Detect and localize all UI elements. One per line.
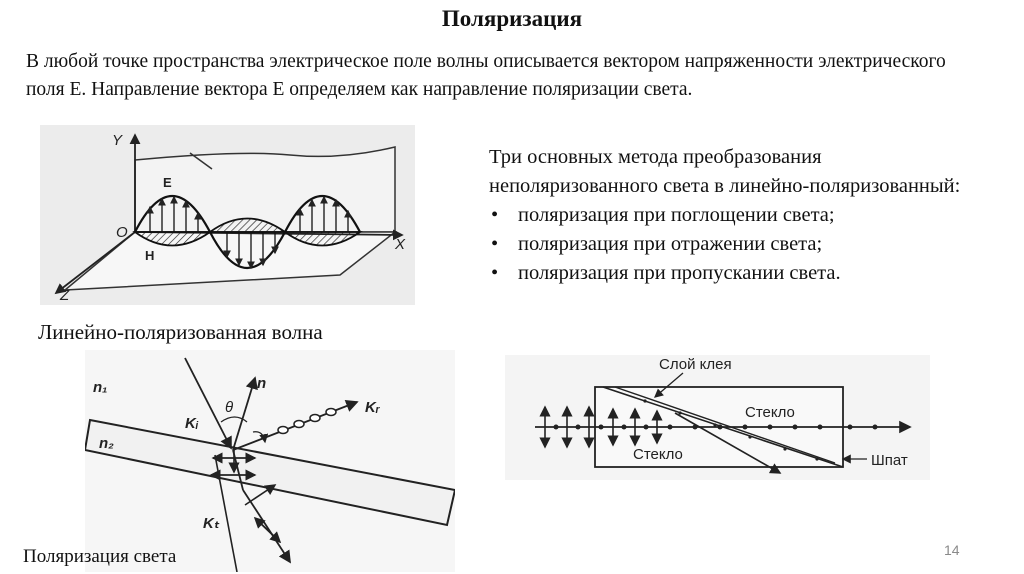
deflected-ray [674, 412, 782, 474]
incident-ray [184, 357, 232, 450]
medium2-label: n₂ [99, 435, 114, 452]
page-number: 14 [944, 542, 960, 558]
glass-lower-label: Стекло [633, 446, 683, 463]
angle-arc [220, 416, 248, 423]
glue-dots [643, 399, 819, 461]
angle-label: θ [225, 399, 233, 416]
beam-dots [553, 424, 878, 430]
glass-plate [85, 418, 455, 527]
method-item-transmission: поляризация при пропускании света. [489, 259, 989, 288]
k-transmitted-label: Kₜ [203, 515, 220, 532]
polarization-caption: Поляризация света [23, 546, 177, 567]
methods-list: поляризация при поглощении света; поляри… [489, 201, 989, 288]
vertical-plane [134, 146, 396, 233]
medium1-label: n₁ [93, 379, 107, 396]
input-polarization-arrows [539, 405, 663, 449]
intro-text: В любой точке пространства электрическое… [26, 51, 946, 100]
methods-block: Три основных метода преобразования непол… [489, 143, 989, 288]
methods-lead: Три основных метода преобразования непол… [489, 146, 961, 197]
x-axis-label: X [394, 236, 406, 253]
normal-label: n [257, 375, 266, 392]
glass-upper-label: Стекло [745, 404, 795, 421]
reflection-diagram: n₁ n₂ n θ Kᵢ Kᵣ Kₜ [85, 350, 455, 572]
origin-label: O [116, 224, 128, 241]
wave-diagram: Y X Z O E H [40, 125, 415, 305]
k-reflected-label: Kᵣ [365, 399, 381, 416]
z-axis [54, 231, 136, 295]
reflected-dots [277, 407, 337, 435]
z-axis-label: Z [59, 287, 70, 304]
k-incident-label: Kᵢ [185, 415, 199, 432]
h-vector-label: H [145, 248, 154, 263]
spar-label: Шпат [871, 452, 908, 469]
transmitted-polarization-arrows [209, 446, 282, 544]
method-item-absorption: поляризация при поглощении света; [489, 201, 989, 230]
slide-title: Поляризация [441, 6, 583, 31]
glue-layer-label: Слой клея [659, 356, 732, 373]
e-vector-label: E [163, 175, 172, 190]
prism-diagram: Слой клея Стекло Стекло Шпат [505, 355, 930, 480]
wave-caption: Линейно-поляризованная волна [38, 320, 323, 344]
e-vectors [146, 195, 352, 270]
y-axis-label: Y [112, 132, 123, 149]
normal-line [232, 376, 258, 451]
method-item-reflection: поляризация при отражении света; [489, 230, 989, 259]
